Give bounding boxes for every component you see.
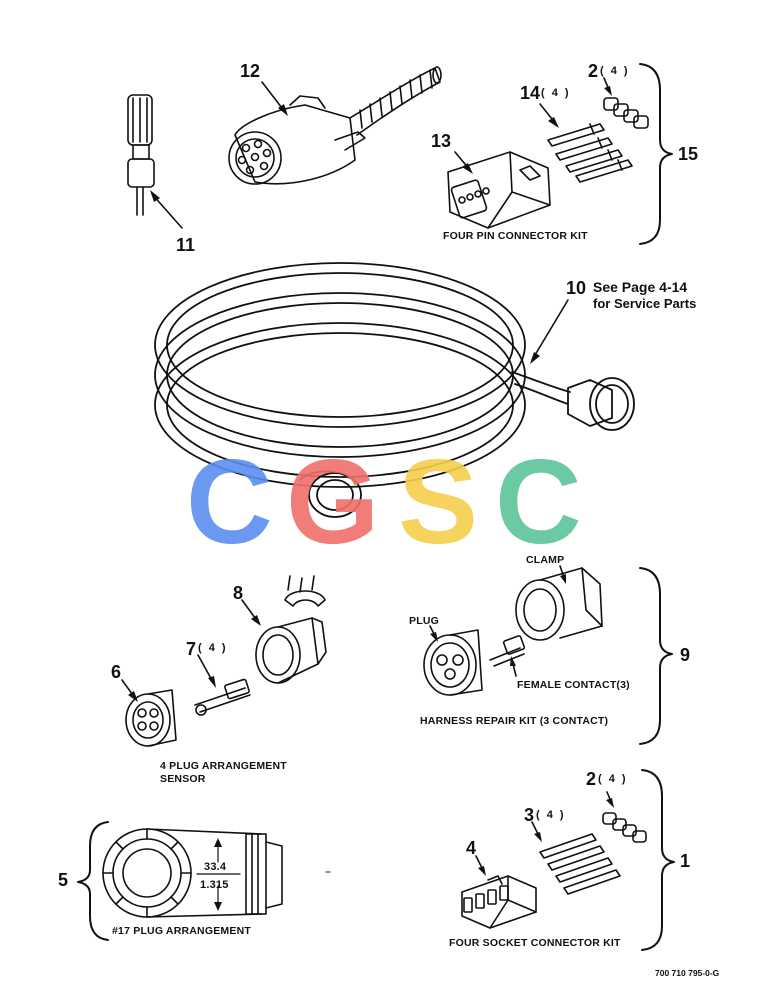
item-3-qty: ( 4 ) [536, 809, 566, 821]
socket-kit-drawing [461, 812, 647, 929]
document-number: 700 710 795-0-G [655, 968, 720, 978]
see-page-text: See Page 4-14 [593, 279, 688, 295]
item-2-bottom-label: 2 [586, 769, 597, 789]
item-9-label: 9 [680, 645, 691, 665]
item-2-top-qty: ( 4 ) [600, 65, 630, 77]
item-4-label: 4 [466, 838, 477, 858]
item-13-label: 13 [431, 131, 452, 151]
four-pin-kit-caption: FOUR PIN CONNECTOR KIT [443, 230, 588, 242]
plug-17-caption: #17 PLUG ARRANGEMENT [112, 925, 251, 937]
watermark-letter-c2: C [495, 435, 582, 569]
plug-12-drawing [228, 66, 442, 185]
item-6-label: 6 [111, 662, 122, 682]
service-parts-text: for Service Parts [593, 296, 697, 311]
item-10-label: 10 [566, 278, 587, 298]
watermark-letter-c1: C [186, 435, 273, 569]
item-8-label: 8 [233, 583, 244, 603]
cable-10-drawing [154, 262, 635, 518]
item-14-qty: ( 4 ) [541, 87, 571, 99]
connector-13-drawing [447, 151, 551, 229]
dimension-in: 1.315 [200, 879, 229, 891]
item-1-label: 1 [680, 851, 691, 871]
item-14-label: 14 [520, 83, 541, 103]
item-12-label: 12 [240, 61, 261, 81]
item-11-label: 11 [176, 235, 196, 255]
sensor-plug-drawing [125, 575, 327, 747]
item-5-label: 5 [58, 870, 69, 890]
item-2-bottom-qty: ( 4 ) [598, 773, 628, 785]
item-15-label: 15 [678, 144, 699, 164]
item-7-qty: ( 4 ) [198, 642, 228, 654]
four-plug-caption-line2: SENSOR [160, 773, 206, 785]
item-7-label: 7 [186, 639, 197, 659]
watermark-letter-g: G [286, 435, 379, 569]
plug-label: PLUG [409, 615, 439, 627]
clamp-label: CLAMP [526, 554, 565, 566]
pins-14-drawing [547, 123, 633, 183]
harness-kit-caption: HARNESS REPAIR KIT (3 CONTACT) [420, 715, 609, 727]
item-2-top-label: 2 [588, 61, 599, 81]
dimension-mm: 33.4 [204, 861, 227, 873]
female-contact-label: FEMALE CONTACT(3) [517, 679, 630, 691]
four-socket-kit-caption: FOUR SOCKET CONNECTOR KIT [449, 937, 621, 949]
watermark-letter-s: S [398, 435, 478, 569]
harness-kit-drawing [423, 567, 603, 696]
seals-2-top-drawing [603, 97, 649, 129]
item-3-label: 3 [524, 805, 535, 825]
four-plug-caption-line1: 4 PLUG ARRANGEMENT [160, 760, 287, 772]
plug-17-drawing [102, 828, 331, 918]
tool-11-drawing [127, 94, 155, 216]
